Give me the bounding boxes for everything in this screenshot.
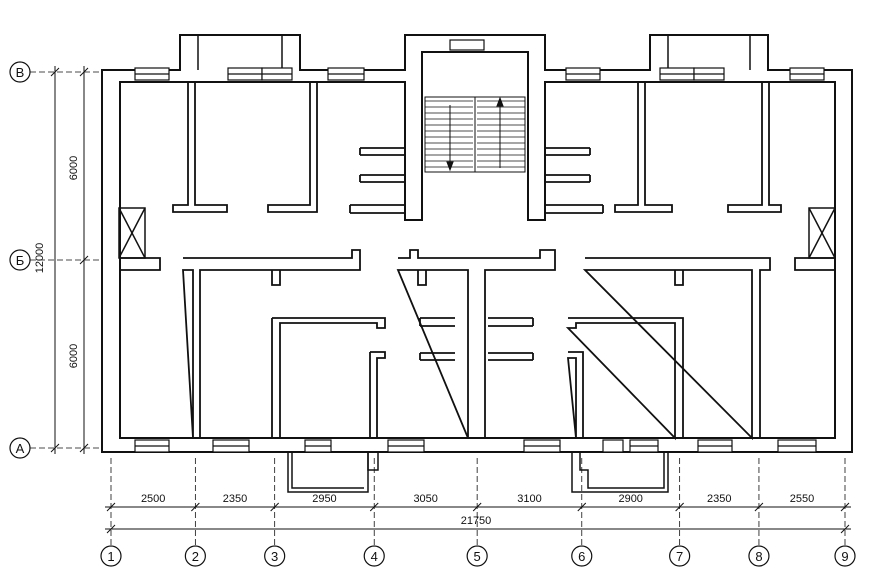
bay-dimension-label: 3050 xyxy=(413,493,437,505)
dimension-tick xyxy=(840,524,850,534)
row-axis-label: Б xyxy=(16,253,25,268)
bay-dimension-label: 2900 xyxy=(618,493,642,505)
column-axis-label: 2 xyxy=(192,549,199,564)
row-axis-label: В xyxy=(16,65,25,80)
balconies xyxy=(287,452,669,493)
row-axis-circle xyxy=(9,61,31,83)
column-axis-label: 4 xyxy=(371,549,378,564)
bay-dimension-label: 3100 xyxy=(517,493,541,505)
vent-shafts xyxy=(118,207,836,259)
dimension-tick xyxy=(472,502,482,512)
row-axis-label: А xyxy=(16,441,25,456)
column-axis-label: 6 xyxy=(578,549,585,564)
column-axis-circle xyxy=(184,545,206,567)
dimension-tick xyxy=(79,443,89,453)
column-axis-circle xyxy=(669,545,691,567)
column-axis-label: 3 xyxy=(271,549,278,564)
dimension-lines xyxy=(50,66,851,534)
column-axis-circle xyxy=(466,545,488,567)
dimension-tick xyxy=(840,502,850,512)
bay-dimension-label: 2500 xyxy=(141,493,165,505)
column-axis-marker: 9 xyxy=(834,545,856,567)
bay-dimension-label: 2350 xyxy=(707,493,731,505)
bay-projections xyxy=(197,35,751,70)
column-axis-label: 8 xyxy=(755,549,762,564)
dimension-tick xyxy=(50,67,60,77)
dimension-tick xyxy=(675,502,684,512)
column-axis-label: 5 xyxy=(474,549,481,564)
dimension-tick xyxy=(270,502,280,512)
upper-depth-label: 6000 xyxy=(68,156,80,180)
column-axis-marker: 1 xyxy=(100,545,122,567)
column-axis-marker: 8 xyxy=(748,545,770,567)
windows xyxy=(134,39,825,453)
dimension-tick xyxy=(577,502,587,512)
column-axis-label: 1 xyxy=(107,549,114,564)
partitions xyxy=(120,82,835,441)
total-depth-label: 12000 xyxy=(34,243,46,274)
dimension-tick xyxy=(369,502,379,512)
bay-dimension-label: 2550 xyxy=(790,493,814,505)
column-axes: 1 2 3 4 5 6 7 8 9 xyxy=(100,545,856,567)
column-axis-circle xyxy=(571,545,593,567)
row-axis-marker: В xyxy=(9,61,31,83)
column-axis-marker: 4 xyxy=(363,545,385,567)
row-axes: В Б А xyxy=(9,61,31,459)
stair-arrows xyxy=(446,96,504,172)
column-axis-circle xyxy=(264,545,286,567)
dimension-tick xyxy=(79,67,89,77)
column-axis-marker: 7 xyxy=(669,545,691,567)
dimension-tick xyxy=(754,502,764,512)
dimension-tick xyxy=(191,502,200,512)
row-axis-marker: Б xyxy=(9,249,31,271)
row-axis-circle xyxy=(9,249,31,271)
dimension-tick xyxy=(79,255,89,265)
bay-dimension-label: 2950 xyxy=(312,493,336,505)
axis-lines xyxy=(30,71,846,545)
lower-depth-label: 6000 xyxy=(68,344,80,368)
column-axis-circle xyxy=(834,545,856,567)
staircase xyxy=(424,96,526,173)
column-axis-label: 7 xyxy=(676,549,683,564)
dimension-tick xyxy=(106,524,116,534)
row-axis-circle xyxy=(9,437,31,459)
dimension-tick xyxy=(50,443,60,453)
column-axis-marker: 6 xyxy=(571,545,593,567)
bay-dimension-label: 2350 xyxy=(223,493,247,505)
row-axis-marker: А xyxy=(9,437,31,459)
column-axis-label: 9 xyxy=(841,549,848,564)
dimension-tick xyxy=(106,502,116,512)
column-axis-marker: 3 xyxy=(264,545,286,567)
stair-steps xyxy=(425,100,525,168)
column-axis-marker: 5 xyxy=(466,545,488,567)
exterior-walls xyxy=(101,34,853,453)
total-width-label: 21750 xyxy=(461,515,492,527)
column-axis-circle xyxy=(100,545,122,567)
column-axis-marker: 2 xyxy=(184,545,206,567)
column-axis-circle xyxy=(363,545,385,567)
column-axis-circle xyxy=(748,545,770,567)
